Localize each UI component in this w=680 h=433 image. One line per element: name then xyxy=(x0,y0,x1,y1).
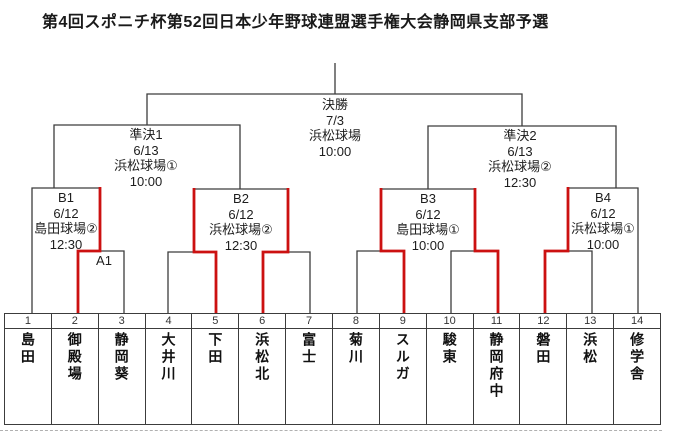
team-number: 5 xyxy=(192,314,239,329)
team-name: 修学舎 xyxy=(629,332,646,383)
team-number: 11 xyxy=(473,314,520,329)
semifinal2-date: 6/13 xyxy=(507,143,533,159)
semifinal1-name: 準決1 xyxy=(129,127,163,142)
team-name: スルガ xyxy=(394,332,411,383)
team-column: 6 浜松北 xyxy=(238,314,286,424)
semifinal2-time: 12:30 xyxy=(503,174,537,190)
game-8v9-left-line xyxy=(356,250,381,313)
b4-venue: 浜松球場① xyxy=(571,221,635,236)
final-label: 決勝 7/3 浜松球場 10:00 xyxy=(309,97,361,159)
b2-venue: 浜松球場② xyxy=(209,222,273,237)
team-number: 12 xyxy=(520,314,567,329)
semifinal2-connector-line xyxy=(427,125,617,189)
b1-time: 12:30 xyxy=(49,236,83,252)
team-column: 9 スルガ xyxy=(378,314,426,424)
team-name: 島田 xyxy=(19,332,36,366)
semifinal1-connector-line xyxy=(53,124,241,189)
team-number: 14 xyxy=(614,314,661,329)
page-break-dashed-line xyxy=(0,430,662,431)
b1-bracket-line xyxy=(31,187,100,313)
b1-name: B1 xyxy=(58,190,74,205)
winner-path-team-12 xyxy=(543,187,570,313)
game-4v5-left-line xyxy=(167,251,194,313)
game-12v13-right-line xyxy=(568,250,593,313)
team-number: 8 xyxy=(333,314,379,329)
team-number: 10 xyxy=(426,314,473,329)
team-column: 10 駿東 xyxy=(425,314,473,424)
team-column: 2 御殿場 xyxy=(50,314,98,424)
team-number: 1 xyxy=(5,314,51,329)
team-name: 下田 xyxy=(207,332,224,366)
team-number: 9 xyxy=(379,314,426,329)
team-number: 13 xyxy=(567,314,614,329)
b3-time: 10:00 xyxy=(411,237,445,253)
b3-name: B3 xyxy=(420,191,436,206)
team-name: 磐田 xyxy=(535,332,552,366)
b3-label: B3 6/12 島田球場① 10:00 xyxy=(396,191,460,253)
team-column: 13 浜松 xyxy=(566,314,614,424)
b4-time: 10:00 xyxy=(586,236,620,252)
b4-name: B4 xyxy=(595,190,611,205)
b1-date: 6/12 xyxy=(53,205,79,221)
winner-path-team-6 xyxy=(261,188,290,313)
team-column: 12 磐田 xyxy=(519,314,567,424)
team-column: 5 下田 xyxy=(191,314,239,424)
team-name: 浜松 xyxy=(582,332,599,366)
team-name: 静岡府中 xyxy=(488,332,505,400)
team-column: 11 静岡府中 xyxy=(472,314,520,424)
winner-path-team-5 xyxy=(192,188,218,313)
winner-path-team-2 xyxy=(76,187,102,313)
semifinal1-label: 準決1 6/13 浜松球場① 10:00 xyxy=(114,127,178,189)
team-name: 大井川 xyxy=(160,332,177,383)
team-number: 7 xyxy=(286,314,333,329)
semifinal2-label: 準決2 6/13 浜松球場② 12:30 xyxy=(488,128,552,190)
b2-time: 12:30 xyxy=(224,237,258,253)
team-column: 1 島田 xyxy=(5,314,51,424)
team-name: 菊川 xyxy=(347,332,364,366)
team-column: 7 富士 xyxy=(285,314,333,424)
semifinal2-name: 準決2 xyxy=(503,128,537,143)
b3-venue: 島田球場① xyxy=(396,222,460,237)
b2-label: B2 6/12 浜松球場② 12:30 xyxy=(209,191,273,253)
winner-path-team-9 xyxy=(379,188,406,313)
team-name: 富士 xyxy=(301,332,318,366)
b4-bracket-line xyxy=(568,187,639,313)
b4-date: 6/12 xyxy=(590,205,616,221)
team-number: 4 xyxy=(145,314,192,329)
game-10v11-left-line xyxy=(450,250,475,313)
a1-bracket-right-line xyxy=(100,250,125,313)
team-table: 1 島田 2 御殿場 3 静岡葵 4 大井川 5 下田 6 浜松北 7 富士 8 xyxy=(4,313,661,425)
team-column: 4 大井川 xyxy=(144,314,192,424)
winner-path-team-11 xyxy=(473,188,500,313)
final-date: 7/3 xyxy=(325,112,345,128)
team-column: 14 修学舎 xyxy=(613,314,661,424)
b3-date: 6/12 xyxy=(415,206,441,222)
semifinal1-date: 6/13 xyxy=(133,142,159,158)
b2-date: 6/12 xyxy=(228,206,254,222)
final-name: 決勝 xyxy=(321,97,349,112)
b4-label: B4 6/12 浜松球場① 10:00 xyxy=(571,190,635,252)
team-name: 御殿場 xyxy=(66,332,83,383)
team-column: 3 静岡葵 xyxy=(97,314,145,424)
team-column: 8 菊川 xyxy=(332,314,379,424)
team-number: 3 xyxy=(98,314,145,329)
b1-venue: 島田球場② xyxy=(34,221,98,236)
game-6v7-right-line xyxy=(288,251,311,313)
semifinal1-venue: 浜松球場① xyxy=(114,158,178,173)
final-connector-line xyxy=(146,93,523,126)
final-venue: 浜松球場 xyxy=(308,128,362,143)
semifinal1-time: 10:00 xyxy=(129,173,163,189)
page-title: 第4回スポニチ杯第52回日本少年野球連盟選手権大会静岡県支部予選 xyxy=(42,14,549,31)
team-number: 6 xyxy=(239,314,286,329)
team-number: 2 xyxy=(51,314,98,329)
a1-label: A1 xyxy=(96,253,112,268)
b2-name: B2 xyxy=(233,191,249,206)
team-name: 静岡葵 xyxy=(113,332,130,383)
team-name: 浜松北 xyxy=(254,332,271,383)
team-name: 駿東 xyxy=(441,332,458,366)
final-time: 10:00 xyxy=(318,143,352,159)
b1-label: B1 6/12 島田球場② 12:30 xyxy=(34,190,98,252)
semifinal2-venue: 浜松球場② xyxy=(488,159,552,174)
